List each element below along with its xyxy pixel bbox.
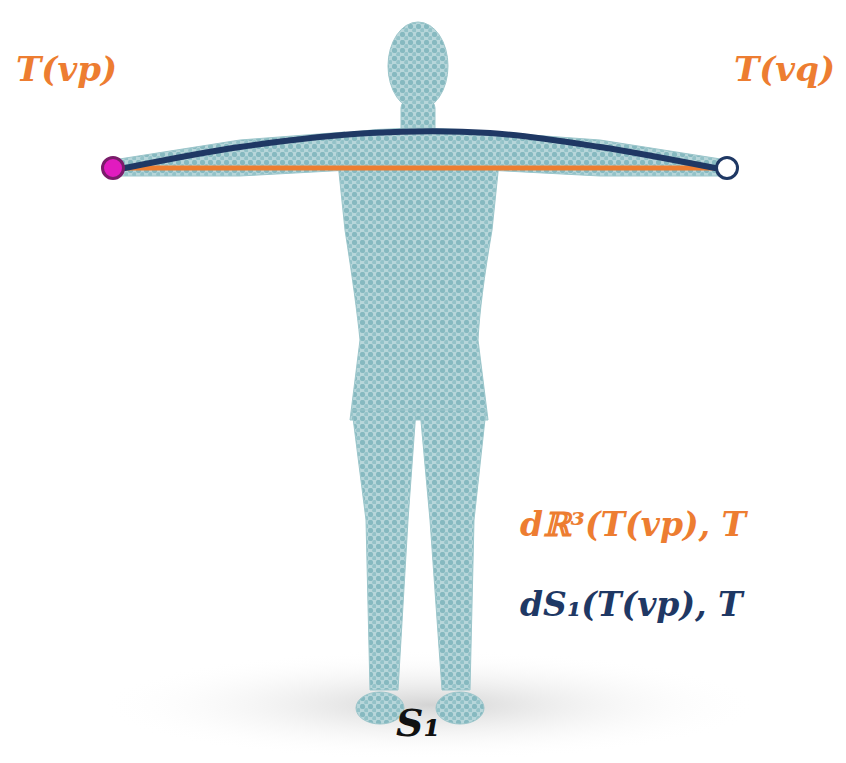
geodesic-distance-label: dS₁(T(vp), T (520, 585, 743, 624)
point-marker: T(vq) (715, 156, 739, 180)
point-marker: T(vp) (101, 156, 125, 180)
point-label: T(vp) (16, 49, 117, 89)
point-label: T(vq) (734, 49, 835, 89)
euclidean-distance-label: dℝ³(T(vp), T (520, 505, 746, 544)
geodesic-path (125, 131, 715, 168)
shape-label: S₁ (396, 700, 440, 745)
euclidean-line (125, 166, 715, 171)
